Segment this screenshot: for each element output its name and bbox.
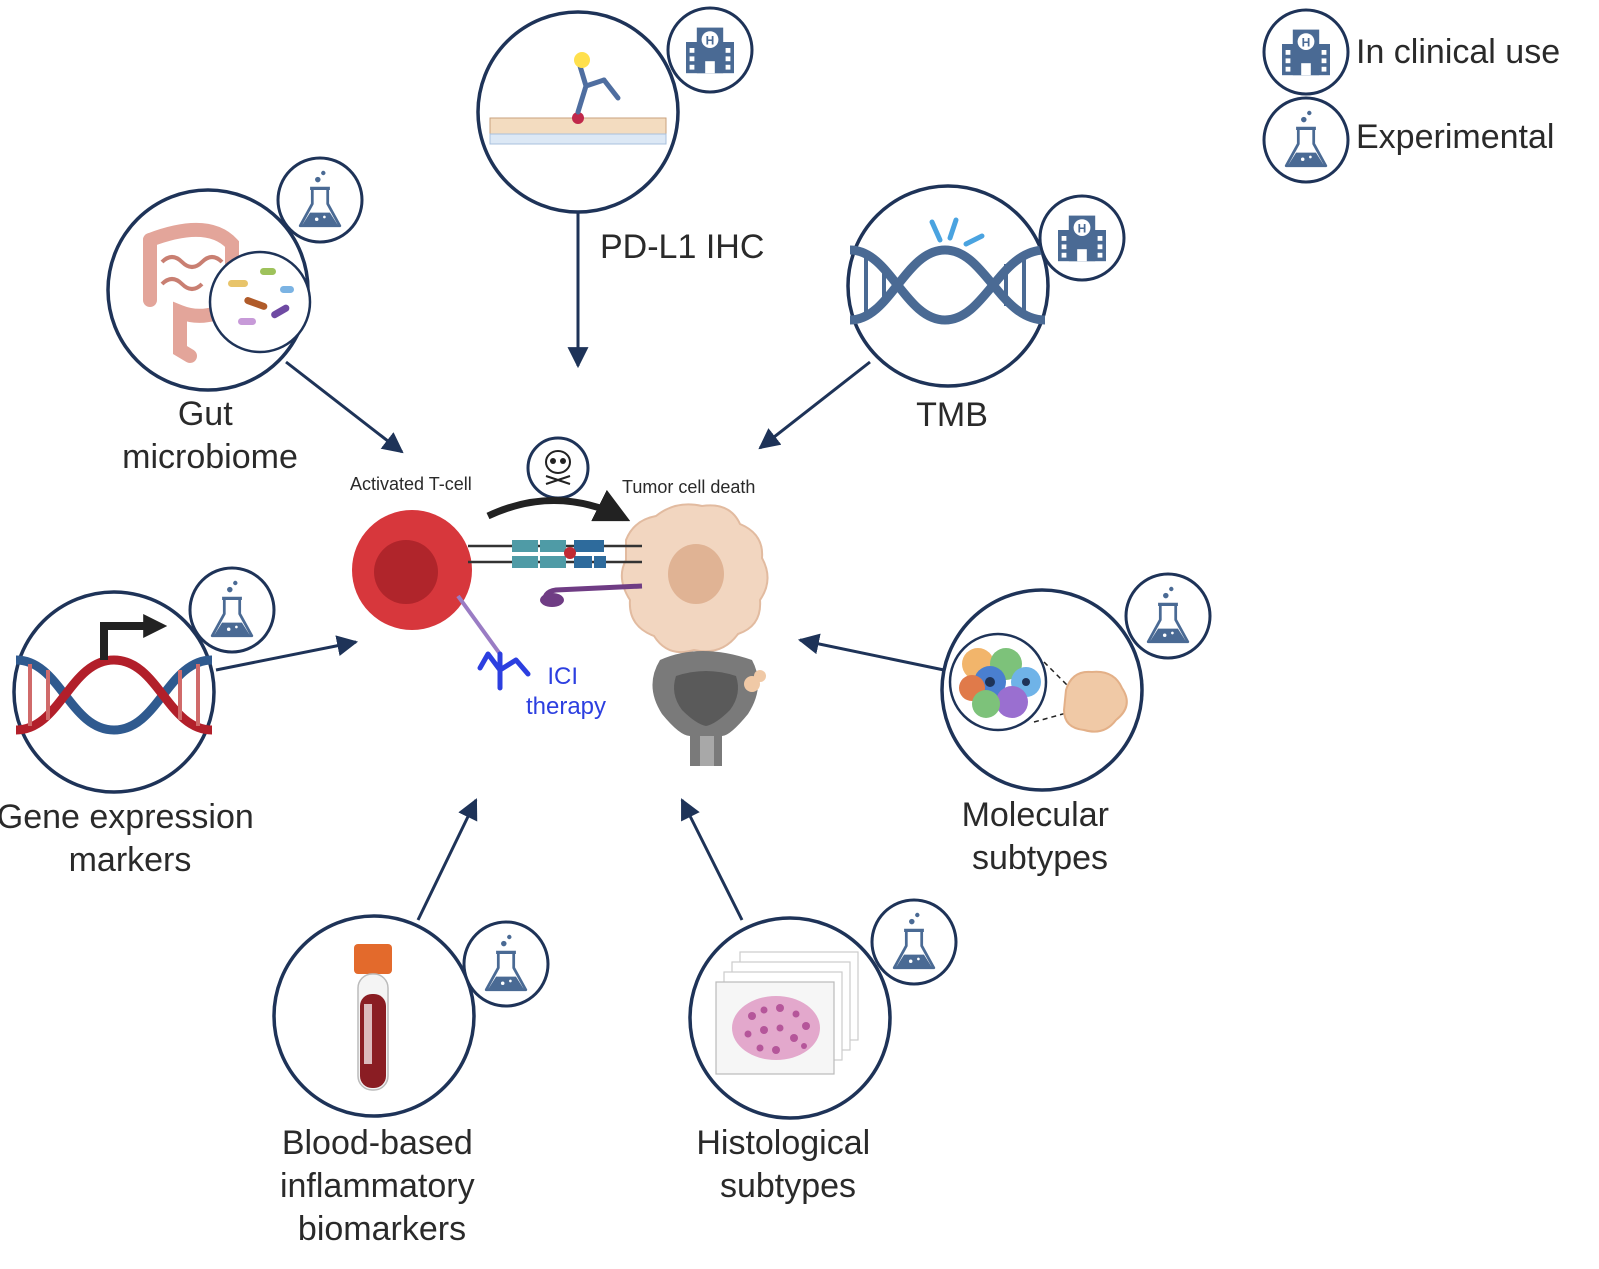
arrow-gut (285, 360, 404, 454)
pdl1-label-line: PD-L1 IHC (600, 228, 764, 266)
gene-label: Gene expression markers (0, 798, 263, 879)
node-tmb: TMB (846, 184, 1126, 434)
molecular-status-badge (1124, 572, 1212, 660)
t-cell (352, 510, 472, 630)
ici-label-line2: therapy (526, 693, 606, 720)
central-mechanism: Activated T-cell Tumor cell death (350, 436, 769, 766)
gut-label: Gut microbiome (122, 395, 298, 476)
ici-antibody (456, 594, 531, 691)
molecular-label: Molecular subtypes (962, 796, 1119, 877)
legend: In clinical use Experimental (1262, 8, 1560, 184)
blood-status-badge (462, 920, 550, 1008)
node-blood: Blood-based inflammatory biomarkers (272, 914, 550, 1248)
node-histo: Histological subtypes (688, 898, 958, 1205)
histo-status-badge (870, 898, 958, 986)
histo-label-line1: Histological (696, 1124, 870, 1162)
legend-experimental-icon (1262, 96, 1350, 184)
killing-arrow (486, 489, 631, 522)
arrow-gene (215, 635, 359, 672)
pdl1-label: PD-L1 IHC (600, 228, 764, 266)
legend-clinical-icon (1262, 8, 1350, 96)
histo-label-line2: subtypes (720, 1167, 856, 1205)
tmb-label: TMB (916, 396, 988, 434)
legend-clinical-label: In clinical use (1356, 33, 1560, 71)
tumor-cell (620, 503, 769, 654)
blood-label-line1: Blood-based (282, 1124, 473, 1162)
tcell-label: Activated T-cell (350, 474, 472, 494)
tmb-label-line: TMB (916, 396, 988, 434)
node-gene: Gene expression markers (0, 566, 276, 879)
gene-status-badge (188, 566, 276, 654)
pdl1-status-badge (666, 6, 754, 94)
gene-label-line1: Gene expression (0, 798, 254, 836)
gut-label-line1: Gut (178, 395, 233, 433)
blood-label-line2: inflammatory (280, 1167, 475, 1205)
node-pdl1: PD-L1 IHC (476, 6, 764, 266)
receptor-complex (468, 540, 643, 607)
skull-icon (526, 436, 590, 500)
arrow-tmb (758, 360, 871, 450)
tmb-status-badge (1038, 194, 1126, 282)
arrow-histo (680, 798, 744, 921)
tumor-label: Tumor cell death (622, 477, 755, 497)
gene-label-line2: markers (69, 841, 192, 879)
arrow-blood (416, 798, 478, 921)
molecular-label-line1: Molecular (962, 796, 1109, 834)
node-molecular: Molecular subtypes (940, 572, 1212, 877)
arrows (215, 212, 945, 921)
ici-label-line1: ICI (547, 663, 578, 690)
histo-label: Histological subtypes (696, 1124, 879, 1205)
legend-experimental-label: Experimental (1356, 118, 1554, 156)
arrow-molecular (797, 633, 945, 672)
blood-label: Blood-based inflammatory biomarkers (280, 1124, 484, 1248)
gut-label-line2: microbiome (122, 438, 298, 476)
node-gut: Gut microbiome (106, 156, 364, 476)
molecular-label-line2: subtypes (972, 839, 1108, 877)
ici-label: ICI therapy (526, 663, 606, 720)
blood-label-line3: biomarkers (298, 1210, 466, 1248)
gut-status-badge (276, 156, 364, 244)
bladder-organ (652, 651, 766, 766)
